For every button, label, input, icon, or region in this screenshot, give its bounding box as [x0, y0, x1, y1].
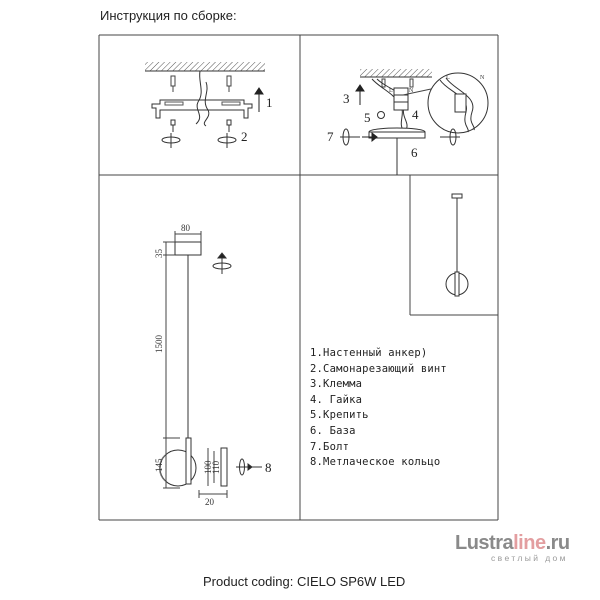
- dim-label-canopy-height: 35: [154, 249, 164, 259]
- up-arrow-icon-2: [355, 84, 365, 105]
- dim-label-disc-outer: 110: [211, 460, 221, 474]
- frame-grid: [98, 34, 499, 521]
- dim-holder: [185, 437, 192, 485]
- supply-wire: [195, 70, 202, 125]
- legend-item: 3.Клемма: [310, 378, 363, 391]
- panel-dimensions: [159, 231, 262, 498]
- legend-item: 4. Гайка: [310, 393, 363, 406]
- dim-disc-side: [220, 447, 228, 487]
- rotate-icon: [212, 252, 232, 274]
- step-number-7: 7: [327, 129, 334, 144]
- step-number-8: 8: [265, 460, 272, 475]
- wire-label-l-detail: L: [446, 75, 450, 81]
- screw-left: [170, 119, 176, 132]
- legend-item: 8.Метлаческое кольцо: [310, 456, 441, 469]
- dim-label-shade-height: 145: [154, 458, 164, 472]
- step-number-5: 5: [364, 110, 371, 125]
- legend-item: 6. База: [310, 424, 356, 437]
- product-code: Product coding: CIELO SP6W LED: [203, 574, 406, 589]
- step-number-1: 1: [266, 95, 273, 110]
- wire-label-n: N: [409, 88, 414, 94]
- panel-wiring: [340, 69, 489, 175]
- overview-canopy: [451, 193, 463, 199]
- dim-label-cable-length: 1500: [154, 335, 164, 354]
- dim-label-canopy-width: 80: [181, 223, 191, 233]
- parts-legend: 1.Настенный анкер) 2.Самонарезающий винт…: [310, 346, 447, 471]
- step-number-4: 4: [412, 107, 419, 122]
- brand-logo: Lustraline.ru светлый дом: [455, 532, 570, 563]
- mounting-bracket: [151, 99, 253, 119]
- wire-label-l: L: [389, 88, 393, 94]
- legend-item: 1.Настенный анкер): [310, 347, 428, 359]
- bolt-left: [340, 128, 360, 146]
- metal-ring-icon: [236, 458, 262, 476]
- legend-item: 2.Самонарезающий винт: [310, 362, 447, 375]
- screw-rotate-icons: [161, 133, 237, 148]
- screw-right: [226, 119, 232, 132]
- wall-anchor-right: [226, 75, 232, 92]
- step-number-2: 2: [241, 129, 248, 144]
- nut-icon: [377, 111, 385, 119]
- dim-canopy: [174, 241, 202, 256]
- ceiling-surface: [145, 62, 265, 71]
- wire-label-n-detail: N: [480, 75, 485, 81]
- dim-label-disc-inner: 100: [203, 460, 213, 474]
- wall-anchor-left: [170, 75, 176, 92]
- legend-item: 7.Болт: [310, 440, 350, 453]
- bolt-right: [440, 128, 460, 146]
- panel-bracket-mounting: [145, 62, 265, 148]
- step-number-6: 6: [411, 145, 418, 160]
- page-title: Инструкция по сборке:: [100, 8, 237, 23]
- brand-tagline: светлый дом: [491, 553, 568, 563]
- dim-label-disc-depth: 20: [205, 497, 215, 507]
- terminal-detail: [454, 93, 467, 113]
- legend-item: 5.Крепить: [310, 409, 369, 422]
- overview-figure: [445, 193, 469, 297]
- terminal-block: [393, 87, 409, 111]
- ceiling-surface-2: [360, 69, 432, 77]
- step-number-3: 3: [343, 91, 350, 106]
- up-arrow-icon: [254, 87, 264, 112]
